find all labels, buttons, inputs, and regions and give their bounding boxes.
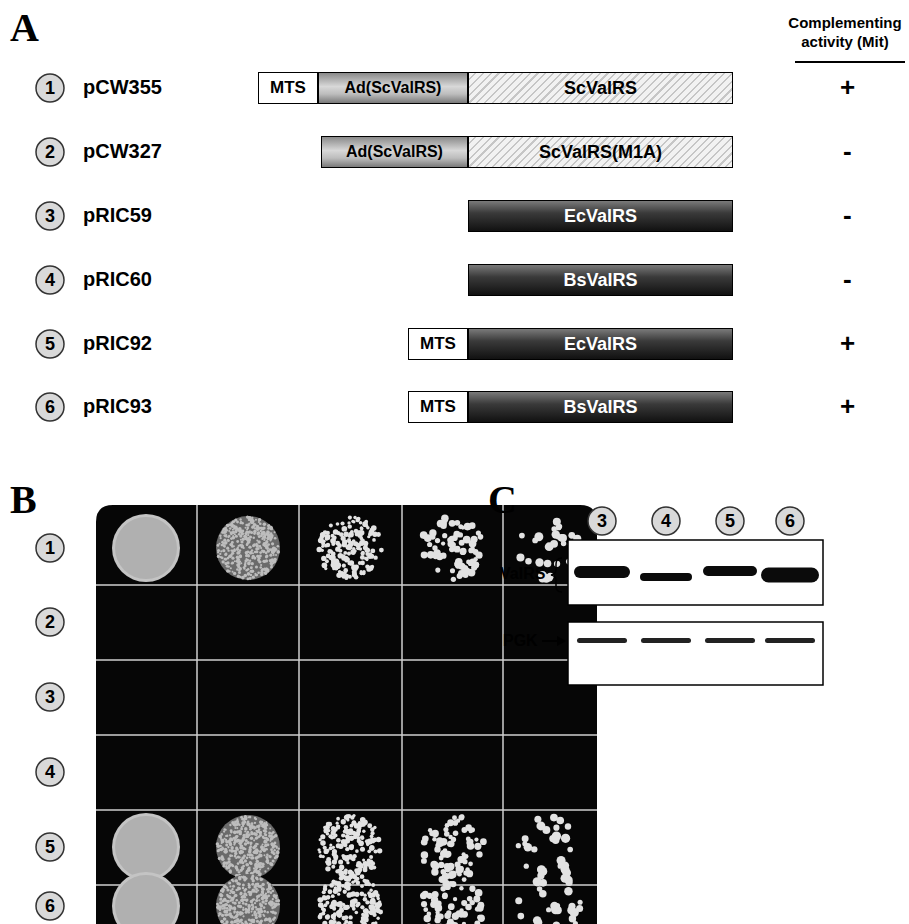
plasmid-name: pRIC60 [83, 268, 152, 290]
activity-mark: + [840, 73, 855, 102]
callout-number: 6 [45, 896, 55, 917]
pointer-arrow-head [557, 636, 566, 646]
plasmid-name: pRIC59 [83, 204, 152, 226]
callout-number: 6 [45, 397, 55, 418]
band-label: ValRS [500, 565, 545, 583]
segment-label: MTS [420, 334, 456, 354]
callout-number: 4 [45, 270, 55, 291]
callout-circle: 5 [715, 506, 745, 536]
segment-label: BsValRS [563, 397, 637, 418]
callout-circle: 4 [35, 757, 65, 787]
segment-label: MTS [420, 397, 456, 417]
spot-plate [96, 505, 597, 924]
plasmid-name: pCW327 [83, 140, 162, 162]
callout-number: 4 [661, 511, 671, 532]
callout-circle: 4 [651, 506, 681, 536]
column-header: Complementing activity (Mit) [786, 14, 904, 52]
activity-mark: - [843, 137, 852, 166]
band-label: PGK [503, 632, 538, 650]
activity-mark: + [840, 329, 855, 358]
construct-segment: BsValRS [468, 391, 733, 423]
panel-letter: C [488, 478, 517, 522]
segment-label: EcValRS [564, 206, 637, 227]
construct-segment: MTS [258, 72, 318, 104]
callout-circle: 3 [35, 201, 65, 231]
panel-letter: A [10, 6, 39, 50]
segment-label: MTS [270, 78, 306, 98]
plasmid-name: pCW355 [83, 76, 162, 98]
callout-circle: 5 [35, 329, 65, 359]
callout-number: 4 [45, 762, 55, 783]
callout-circle: 1 [35, 533, 65, 563]
callout-circle: 4 [35, 265, 65, 295]
callout-number: 2 [45, 142, 55, 163]
callout-circle: 1 [35, 73, 65, 103]
callout-number: 5 [45, 334, 55, 355]
construct-segment: MTS [408, 328, 468, 360]
callout-number: 5 [725, 511, 735, 532]
segment-label: Ad(ScValRS) [345, 79, 442, 97]
callout-circle: 2 [35, 137, 65, 167]
plasmid-name: pRIC93 [83, 395, 152, 417]
header-underline [795, 61, 905, 63]
callout-circle: 3 [35, 682, 65, 712]
segment-label: ScValRS(M1A) [539, 142, 662, 163]
callout-number: 3 [597, 511, 607, 532]
callout-circle: 5 [35, 832, 65, 862]
construct-segment: Ad(ScValRS) [318, 72, 468, 104]
callout-number: 2 [45, 612, 55, 633]
segment-label: ScValRS [564, 78, 637, 99]
activity-mark: - [843, 265, 852, 294]
segment-label: BsValRS [563, 270, 637, 291]
callout-circle: 6 [35, 891, 65, 921]
callout-number: 3 [45, 687, 55, 708]
callout-circle: 2 [35, 607, 65, 637]
segment-label: EcValRS [564, 334, 637, 355]
activity-mark: + [840, 392, 855, 421]
segment-label: Ad(ScValRS) [346, 143, 443, 161]
construct-segment: EcValRS [468, 328, 733, 360]
callout-number: 1 [45, 78, 55, 99]
plasmid-name: pRIC92 [83, 332, 152, 354]
callout-number: 3 [45, 206, 55, 227]
callout-number: 1 [45, 538, 55, 559]
callout-circle: 6 [35, 392, 65, 422]
panel-letter: B [10, 478, 37, 522]
construct-segment: MTS [408, 391, 468, 423]
callout-circle: 3 [587, 506, 617, 536]
callout-circle: 6 [775, 506, 805, 536]
activity-mark: - [843, 201, 852, 230]
construct-segment: ScValRS [468, 72, 733, 104]
western-blot [542, 540, 823, 685]
construct-segment: BsValRS [468, 264, 733, 296]
bracket [551, 558, 562, 592]
callout-number: 5 [45, 837, 55, 858]
construct-segment: EcValRS [468, 200, 733, 232]
construct-segment: ScValRS(M1A) [468, 136, 733, 168]
construct-segment: Ad(ScValRS) [321, 136, 468, 168]
callout-number: 6 [785, 511, 795, 532]
